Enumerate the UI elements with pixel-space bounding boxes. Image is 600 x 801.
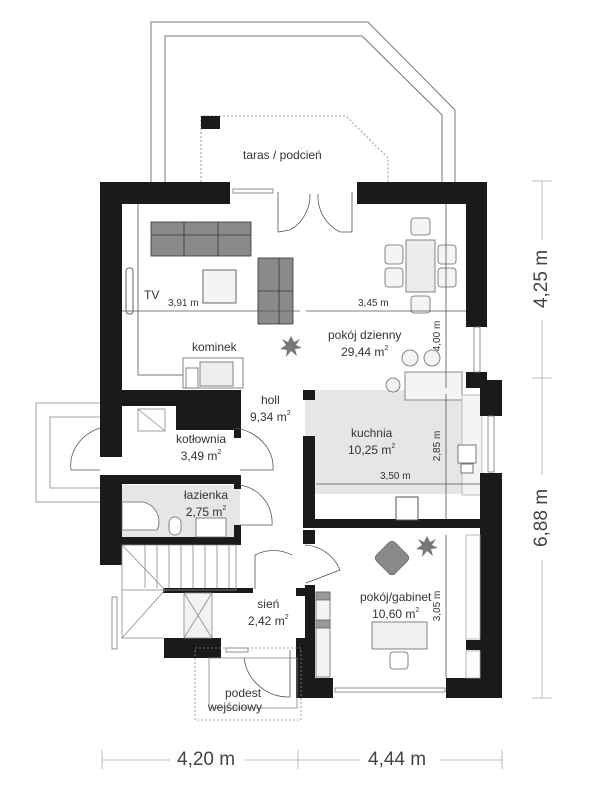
living-room-name: pokój dzienny: [328, 328, 402, 342]
dim-outer-bottom-left: 4,20 m: [177, 749, 236, 770]
hall-name: holl: [260, 393, 280, 407]
kitchen-area: 10,25 m2: [348, 443, 396, 457]
tv-label: TV: [144, 288, 160, 302]
hall-area: 9,34 m2: [250, 410, 291, 424]
staircase: [121, 544, 237, 639]
plant-icon: [280, 336, 438, 557]
entrance-line1: podest: [225, 686, 262, 700]
bathroom-name: łazienka: [184, 488, 229, 502]
bathroom-area: 2,75 m2: [185, 505, 227, 519]
dim-outer-right-bottom: 6,88 m: [531, 488, 552, 548]
vestibule-area: 2,42 m2: [248, 614, 289, 628]
terrace-outline: [150, 21, 456, 182]
windows: [111, 188, 495, 693]
fireplace-label: kominek: [192, 340, 237, 354]
boiler-room-label: kotłownia 3,49 m2: [176, 432, 226, 463]
office-label: pokój/gabinet 10,60 m2: [360, 590, 431, 621]
boiler-room-outline: [35, 402, 166, 503]
entrance-landing: [194, 647, 302, 721]
vestibule-name: sień: [257, 597, 280, 611]
dim-living-right-width: 3,45 m: [358, 298, 389, 309]
sofa: [150, 221, 294, 325]
kitchen-counter-area: [404, 371, 463, 401]
walls: [100, 182, 502, 698]
hall-label: holl 9,34 m2: [250, 393, 291, 424]
bathroom-label: łazienka 2,75 m2: [184, 488, 228, 519]
vestibule-label: sień 2,42 m2: [248, 597, 289, 628]
boiler-room-name: kotłownia: [176, 432, 227, 446]
inner-dimension-lines: [122, 204, 480, 678]
terrace-label: taras / podcień: [243, 148, 322, 162]
living-partition-line: [137, 204, 185, 376]
outer-dimension-lines: [101, 180, 552, 769]
boiler-room-area: 3,49 m2: [180, 449, 222, 463]
coffee-table: [202, 269, 237, 304]
dim-living-left-width: 3,91 m: [168, 298, 199, 309]
terrace-pillar: [201, 116, 220, 129]
office-name: pokój/gabinet: [360, 590, 432, 604]
kitchen-label: kuchnia 10,25 m2: [348, 426, 395, 457]
living-room-area: 29,44 m2: [341, 345, 389, 359]
kitchen-sink: [457, 444, 477, 474]
fireplace: [182, 357, 244, 389]
terrace-roof-dashed: [200, 115, 389, 182]
tv-stand: [125, 267, 134, 315]
entrance-landing-label: podest wejściowy: [208, 686, 262, 714]
dim-kitchen-depth: 2,85 m: [432, 430, 443, 462]
bathroom-fixtures: [121, 501, 227, 538]
dining-set: [384, 217, 457, 393]
dim-outer-right-top: 4,25 m: [531, 249, 552, 309]
stove: [395, 496, 419, 521]
dim-office-depth: 3,05 m: [432, 590, 443, 622]
office-furniture: [315, 534, 481, 679]
dim-kitchen-width: 3,50 m: [380, 471, 411, 482]
kitchen-name: kuchnia: [350, 426, 393, 440]
office-area: 10,60 m2: [372, 607, 420, 621]
kitchen-floor: [305, 390, 462, 494]
entrance-line2: wejściowy: [208, 700, 263, 714]
dim-living-depth: 4,00 m: [432, 320, 443, 352]
dim-outer-bottom-right: 4,44 m: [368, 749, 427, 770]
living-room-label: pokój dzienny 29,44 m2: [328, 328, 401, 359]
